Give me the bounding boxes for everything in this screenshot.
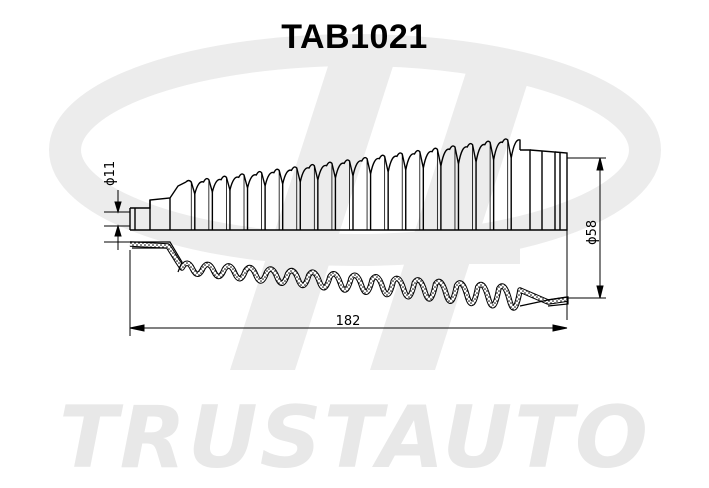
small-diameter-label: ϕ11 (103, 161, 118, 186)
boot-drawing: ϕ11 ϕ58 182 (49, 34, 661, 370)
small-diameter-dimension (104, 190, 130, 250)
watermark-brand-text: TRUSTAUTO (59, 388, 650, 488)
length-dimension (129, 250, 568, 336)
part-number-title: TAB1021 (281, 18, 428, 56)
large-diameter-label: ϕ58 (585, 220, 600, 245)
boot-section-view (129, 241, 569, 311)
large-diameter-dimension (566, 157, 606, 320)
length-label: 182 (336, 314, 361, 329)
boot-outer-view (129, 138, 568, 231)
